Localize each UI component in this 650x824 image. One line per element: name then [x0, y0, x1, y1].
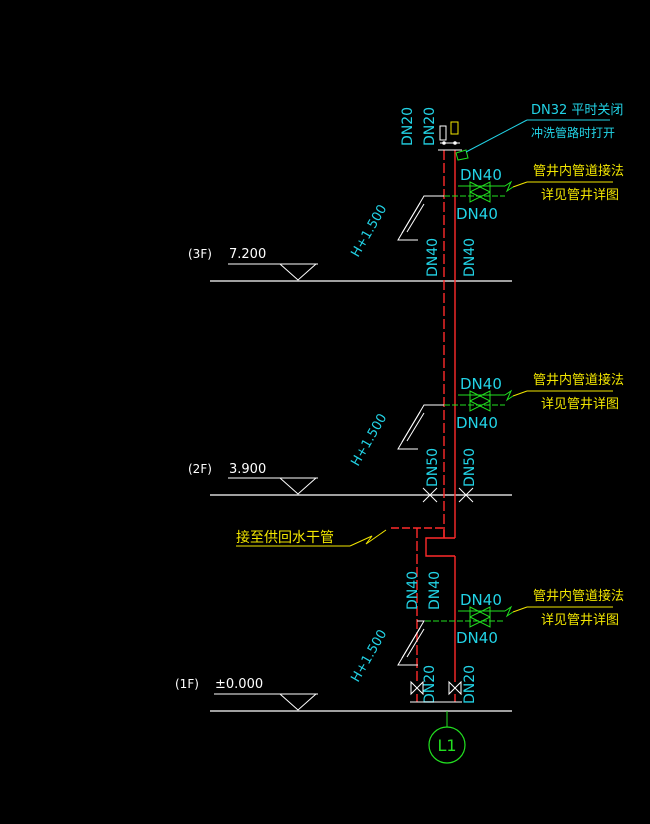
- elevation-triangle-2f: [279, 477, 317, 495]
- branch-1f-note-2: 详见管井详图: [541, 613, 619, 628]
- branch-1f-valve: [469, 606, 491, 618]
- branch-3f-note-1: 管井内管道接法: [533, 163, 624, 179]
- floor-2f: (2F) 3.900: [188, 462, 512, 496]
- branch-2f-note-2: 详见管井详图: [541, 397, 619, 412]
- elevation-triangle-1f: [279, 693, 317, 711]
- riser-id-circle: [428, 726, 466, 764]
- return-note: 接至供回水干管: [236, 529, 334, 546]
- bottom-valve-right: [448, 680, 462, 696]
- branch-1f: DN40 DN40 管井内管道接法 详见管井详图 H+1.500: [348, 588, 624, 685]
- branch-2f-height: H+1.500: [348, 411, 390, 469]
- top-dn-right: DN20: [422, 107, 438, 146]
- branch-2f-valve: [469, 390, 491, 402]
- riser-upper-left-dn: DN40: [425, 238, 441, 277]
- floor-3f: (3F) 7.200: [188, 247, 512, 282]
- return-note-group: 接至供回水干管: [236, 529, 387, 547]
- branch-2f: DN40 DN40 管井内管道接法 详见管井详图 H+1.500: [348, 372, 624, 469]
- riser-lower-left-dn: DN40: [405, 571, 421, 610]
- floor-tag-1f: (1F): [175, 677, 199, 691]
- branch-3f-valve: [469, 181, 491, 193]
- elevation-3f: 7.200: [229, 247, 266, 262]
- bottom-valves: [410, 680, 462, 703]
- branch-2f-dn-top: DN40: [460, 375, 502, 393]
- elevation-2f: 3.900: [229, 462, 266, 477]
- elevation-triangle-3f: [279, 263, 317, 281]
- branch-1f-height: H+1.500: [348, 627, 390, 685]
- supply-offset: [425, 537, 455, 557]
- branch-3f-height: H+1.500: [348, 202, 390, 260]
- return-branch: [388, 527, 445, 538]
- branch-3f: DN40 DN40 管井内管道接法 详见管井详图 H+1.500: [348, 163, 624, 260]
- branch-1f-dn-top: DN40: [460, 591, 502, 609]
- bottom-valve-left: [410, 680, 424, 696]
- riser-id: L1: [437, 736, 456, 755]
- branch-2f-note-1: 管井内管道接法: [533, 372, 624, 388]
- branch-3f-dn-top: DN40: [460, 166, 502, 184]
- riser-id-marker: L1: [428, 711, 466, 764]
- flush-valve: [455, 149, 469, 161]
- branch-3f-dn-bottom: DN40: [456, 205, 498, 223]
- riser-bottom-left-dn: DN20: [422, 665, 438, 704]
- valve-leader: [465, 119, 528, 153]
- top-dn-left: DN20: [400, 107, 416, 146]
- riser-labels: DN40 DN40 DN50 DN50 DN40 DN40 DN20 DN20: [405, 238, 478, 704]
- risers: [388, 150, 474, 682]
- floor-1f: (1F) ±0.000: [175, 677, 512, 712]
- riser-bottom-right-dn: DN20: [462, 665, 478, 704]
- valve-note-2: 冲洗管路时打开: [531, 125, 615, 140]
- floor-tag-2f: (2F): [188, 462, 212, 476]
- top-fittings: DN20 DN20 DN32 平时关闭 冲洗管路时打开: [400, 103, 623, 161]
- branch-3f-note-2: 详见管井详图: [541, 188, 619, 203]
- branch-1f-note-1: 管井内管道接法: [533, 588, 624, 604]
- branch-2f-dn-bottom: DN40: [456, 414, 498, 432]
- riser-middle-left-dn: DN50: [425, 448, 441, 487]
- branch-1f-dn-bottom: DN40: [456, 629, 498, 647]
- riser-lower-right-dn: DN40: [427, 571, 443, 610]
- air-vent-right: [450, 121, 459, 135]
- valve-note-1: DN32 平时关闭: [531, 103, 623, 118]
- floor-tag-3f: (3F): [188, 247, 212, 261]
- air-vent-left: [439, 125, 447, 141]
- elevation-1f: ±0.000: [215, 677, 263, 692]
- riser-upper-right-dn: DN40: [462, 238, 478, 277]
- riser-middle-right-dn: DN50: [462, 448, 478, 487]
